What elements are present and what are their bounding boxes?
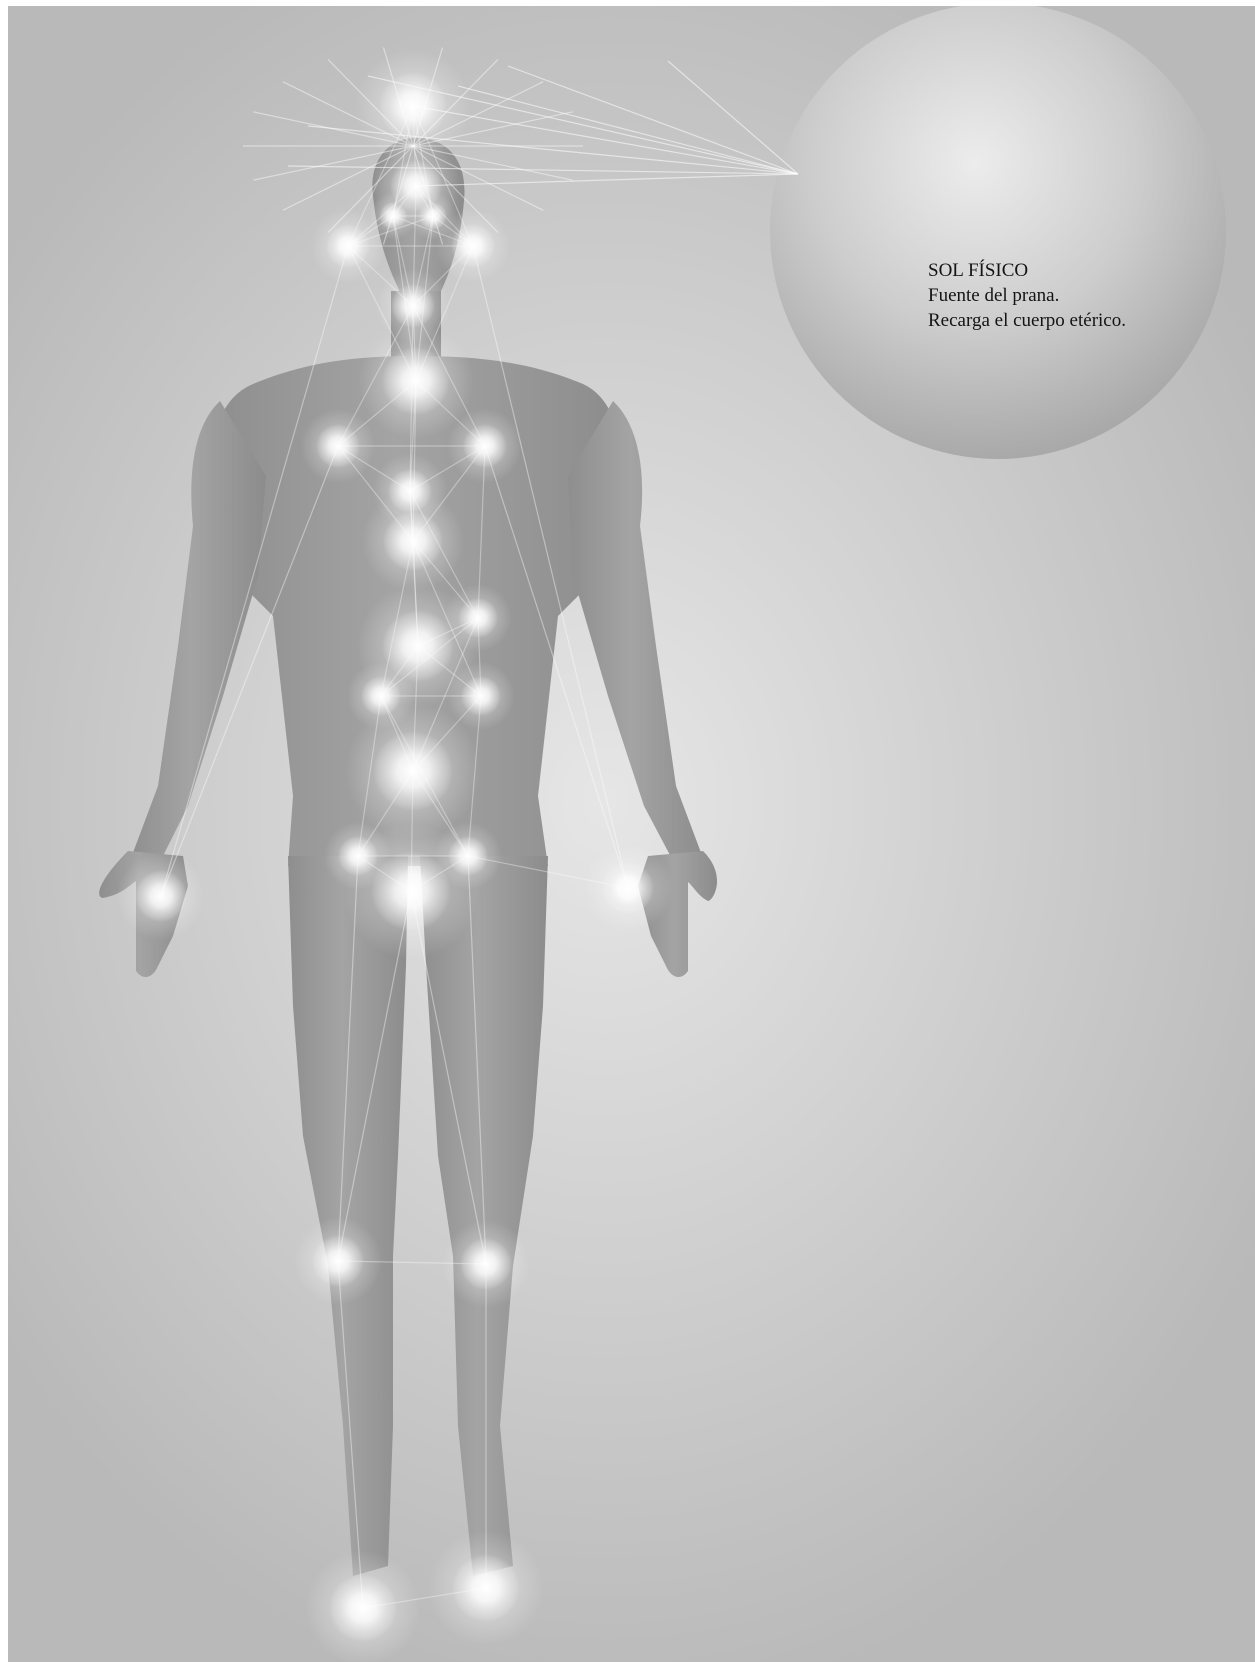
sun-ray <box>508 66 798 174</box>
chakra-glow <box>371 851 451 931</box>
chakra-glow <box>463 424 507 468</box>
chakra-glow <box>135 870 187 922</box>
chakra-glow <box>316 424 360 468</box>
sun-rays <box>243 48 798 245</box>
diagram-canvas: SOL FÍSICO Fuente del prana. Recarga el … <box>8 6 1255 1662</box>
chakra-glow <box>452 1554 520 1622</box>
chakra-glow <box>329 1574 397 1642</box>
chakra-glow <box>382 347 450 415</box>
chakra-glow <box>379 202 407 230</box>
chakra-glow <box>602 862 654 914</box>
chakra-glow <box>451 224 495 268</box>
etheric-body-illustration <box>8 6 1255 1662</box>
chakra-glow <box>326 224 370 268</box>
chakra-glow <box>461 676 501 716</box>
chakra-glow <box>383 511 443 571</box>
chakra-glow <box>379 72 447 140</box>
sun-title: SOL FÍSICO <box>928 258 1126 283</box>
chakra-glow <box>312 1235 364 1287</box>
sun-line-2: Recarga el cuerpo etérico. <box>928 308 1126 333</box>
sun-caption: SOL FÍSICO Fuente del prana. Recarga el … <box>928 258 1126 333</box>
chakra-points <box>117 48 672 1662</box>
chakra-glow <box>373 731 453 811</box>
physical-sun-sphere <box>770 6 1226 459</box>
sun-ray <box>413 106 798 174</box>
chakra-glow <box>391 284 435 328</box>
sun-line-1: Fuente del prana. <box>928 283 1126 308</box>
chakra-glow <box>460 1238 512 1290</box>
